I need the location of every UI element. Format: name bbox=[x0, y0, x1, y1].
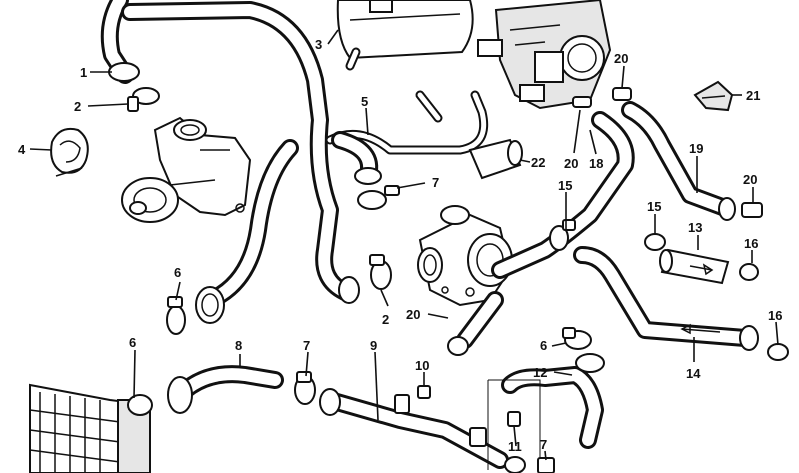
callout-1: 1 bbox=[80, 65, 87, 80]
clamps-15-16-right bbox=[644, 233, 789, 361]
callout-20c: 20 bbox=[743, 172, 757, 187]
callout-7c: 7 bbox=[540, 437, 547, 452]
callout-2b: 2 bbox=[382, 312, 389, 327]
clamp-2-upper bbox=[127, 87, 160, 112]
callout-15a: 15 bbox=[558, 178, 572, 193]
hose-8 bbox=[167, 365, 284, 414]
bracket-21 bbox=[693, 80, 734, 112]
hose-19 bbox=[621, 101, 736, 221]
clamp-7-lower-left bbox=[294, 371, 316, 405]
thermostat-housing bbox=[417, 205, 513, 307]
clamp-2-lower bbox=[369, 254, 392, 290]
clamp-6-right bbox=[562, 327, 592, 350]
callout-6a: 6 bbox=[174, 265, 181, 280]
hose-12 bbox=[501, 353, 605, 449]
callout-12: 12 bbox=[533, 365, 547, 380]
sleeve-22 bbox=[468, 138, 523, 180]
callout-16a: 16 bbox=[744, 236, 758, 251]
callout-3: 3 bbox=[315, 37, 322, 52]
callout-2a: 2 bbox=[74, 99, 81, 114]
callout-21: 21 bbox=[746, 88, 760, 103]
callout-11: 11 bbox=[508, 439, 522, 454]
clamp-6-left bbox=[166, 296, 186, 335]
hose-6-long bbox=[195, 139, 299, 324]
throttle-body bbox=[477, 0, 612, 110]
callout-labels: 1 2 2 3 4 5 6 6 6 7 7 7 8 9 10 11 12 13 … bbox=[18, 37, 782, 454]
callout-20a: 20 bbox=[614, 51, 628, 66]
callout-8: 8 bbox=[235, 338, 242, 353]
callout-6c: 6 bbox=[540, 338, 547, 353]
hose-1 bbox=[100, 0, 360, 304]
callout-20d: 20 bbox=[406, 307, 420, 322]
clip-4 bbox=[50, 127, 89, 177]
expansion-tank bbox=[336, 0, 474, 71]
callout-13: 13 bbox=[688, 220, 702, 235]
callout-10: 10 bbox=[415, 358, 429, 373]
callout-5: 5 bbox=[361, 94, 368, 109]
hose-14 bbox=[573, 246, 759, 351]
clamp-7-upper bbox=[357, 185, 400, 210]
callout-19: 19 bbox=[689, 141, 703, 156]
callout-9: 9 bbox=[370, 338, 377, 353]
callout-15b: 15 bbox=[647, 199, 661, 214]
hose-upper-center bbox=[331, 131, 382, 185]
pipe-13 bbox=[659, 248, 730, 285]
callout-16b: 16 bbox=[768, 308, 782, 323]
leader-lines bbox=[29, 29, 779, 461]
callout-22: 22 bbox=[531, 155, 545, 170]
callout-18: 18 bbox=[589, 156, 603, 171]
callout-7b: 7 bbox=[303, 338, 310, 353]
callout-4: 4 bbox=[18, 142, 26, 157]
hose-9 bbox=[319, 388, 526, 473]
radiator bbox=[29, 383, 153, 473]
callout-7a: 7 bbox=[432, 175, 439, 190]
callout-20b: 20 bbox=[564, 156, 578, 171]
callout-6b: 6 bbox=[129, 335, 136, 350]
water-pump bbox=[121, 116, 252, 223]
callout-14: 14 bbox=[686, 366, 701, 381]
